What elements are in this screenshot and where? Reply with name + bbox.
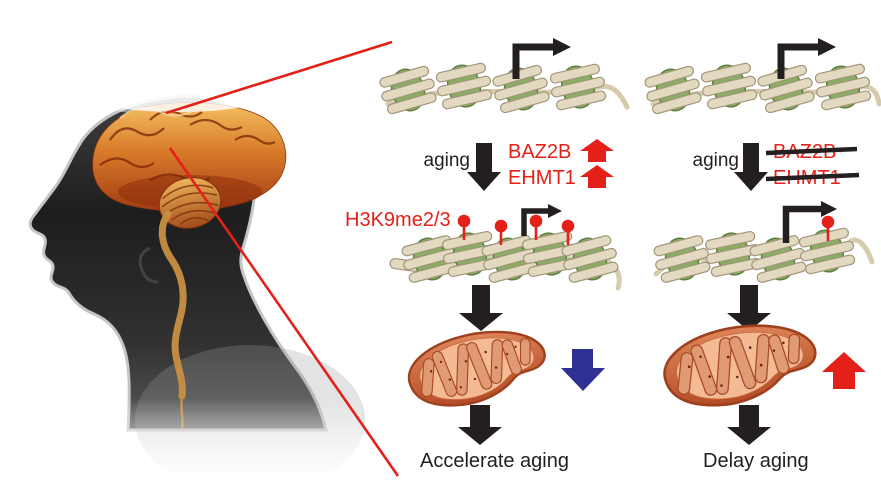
transcription-arrow: [782, 201, 837, 243]
nucleosome-icon: [432, 58, 496, 114]
crown-highlight: [100, 88, 256, 112]
head-illustration: [0, 76, 365, 500]
left-pathway: aging BAZ2B EHMT1 H3K9me2/3: [345, 38, 630, 472]
outcome-label-right: Delay aging: [703, 450, 809, 472]
head-bottom-fade: [0, 398, 362, 500]
gene-up-arrow-baz2b: [580, 139, 614, 162]
nucleosome-icon: [488, 60, 554, 118]
histone-mark-label: H3K9me2/3: [345, 209, 451, 231]
aging-label-right: aging: [693, 150, 740, 171]
strikethrough-baz2b: [765, 146, 858, 156]
cerebellum: [158, 177, 222, 229]
nucleosome-icon: [697, 58, 761, 114]
brain-gyri: [99, 109, 276, 183]
gene-label-ehmt1-left: EHMT1: [508, 167, 576, 189]
gene-up-arrow-ehmt1: [580, 165, 614, 188]
chromatin-open-right-mid: [649, 201, 875, 288]
chromatin-compact-left: [389, 204, 623, 291]
right-pathway: aging BAZ2B EHMT1 Delay aging: [640, 38, 881, 472]
brain-gyri-highlight: [119, 107, 195, 119]
down-arrow-outcome-right: [727, 405, 771, 445]
callout-line-lower: [168, 147, 400, 477]
brainstem: [158, 210, 187, 400]
mito-increase-arrow: [822, 352, 866, 389]
aging-down-arrow-left: [467, 143, 501, 191]
mitochondria-right: [657, 315, 823, 414]
down-arrow-mid-left: [459, 285, 503, 331]
nucleosome-icon: [811, 59, 875, 115]
chromatin-open-left: [375, 38, 630, 119]
transcription-arrow-small: [521, 204, 562, 236]
down-arrow-mid-right: [727, 285, 771, 331]
transcription-arrow: [512, 38, 571, 79]
nucleosome-icon: [546, 59, 610, 115]
aging-down-arrow-right: [734, 143, 768, 191]
gene-label-baz2b-left: BAZ2B: [508, 141, 571, 163]
strikethrough-ehmt1: [765, 172, 860, 182]
aging-label-left: aging: [424, 150, 471, 171]
ear-outline: [138, 246, 159, 284]
mitochondria-left: [401, 321, 553, 415]
mito-decrease-arrow: [561, 349, 605, 391]
nucleosome-icon: [753, 60, 819, 118]
chromatin-open-right-top: [640, 38, 881, 119]
nucleosome-icon: [640, 61, 706, 119]
transcription-arrow: [777, 38, 836, 79]
callout-line-upper: [165, 40, 393, 115]
down-arrow-outcome-left: [458, 405, 502, 445]
nucleosome-icon: [375, 61, 441, 119]
outcome-label-left: Accelerate aging: [420, 450, 569, 472]
